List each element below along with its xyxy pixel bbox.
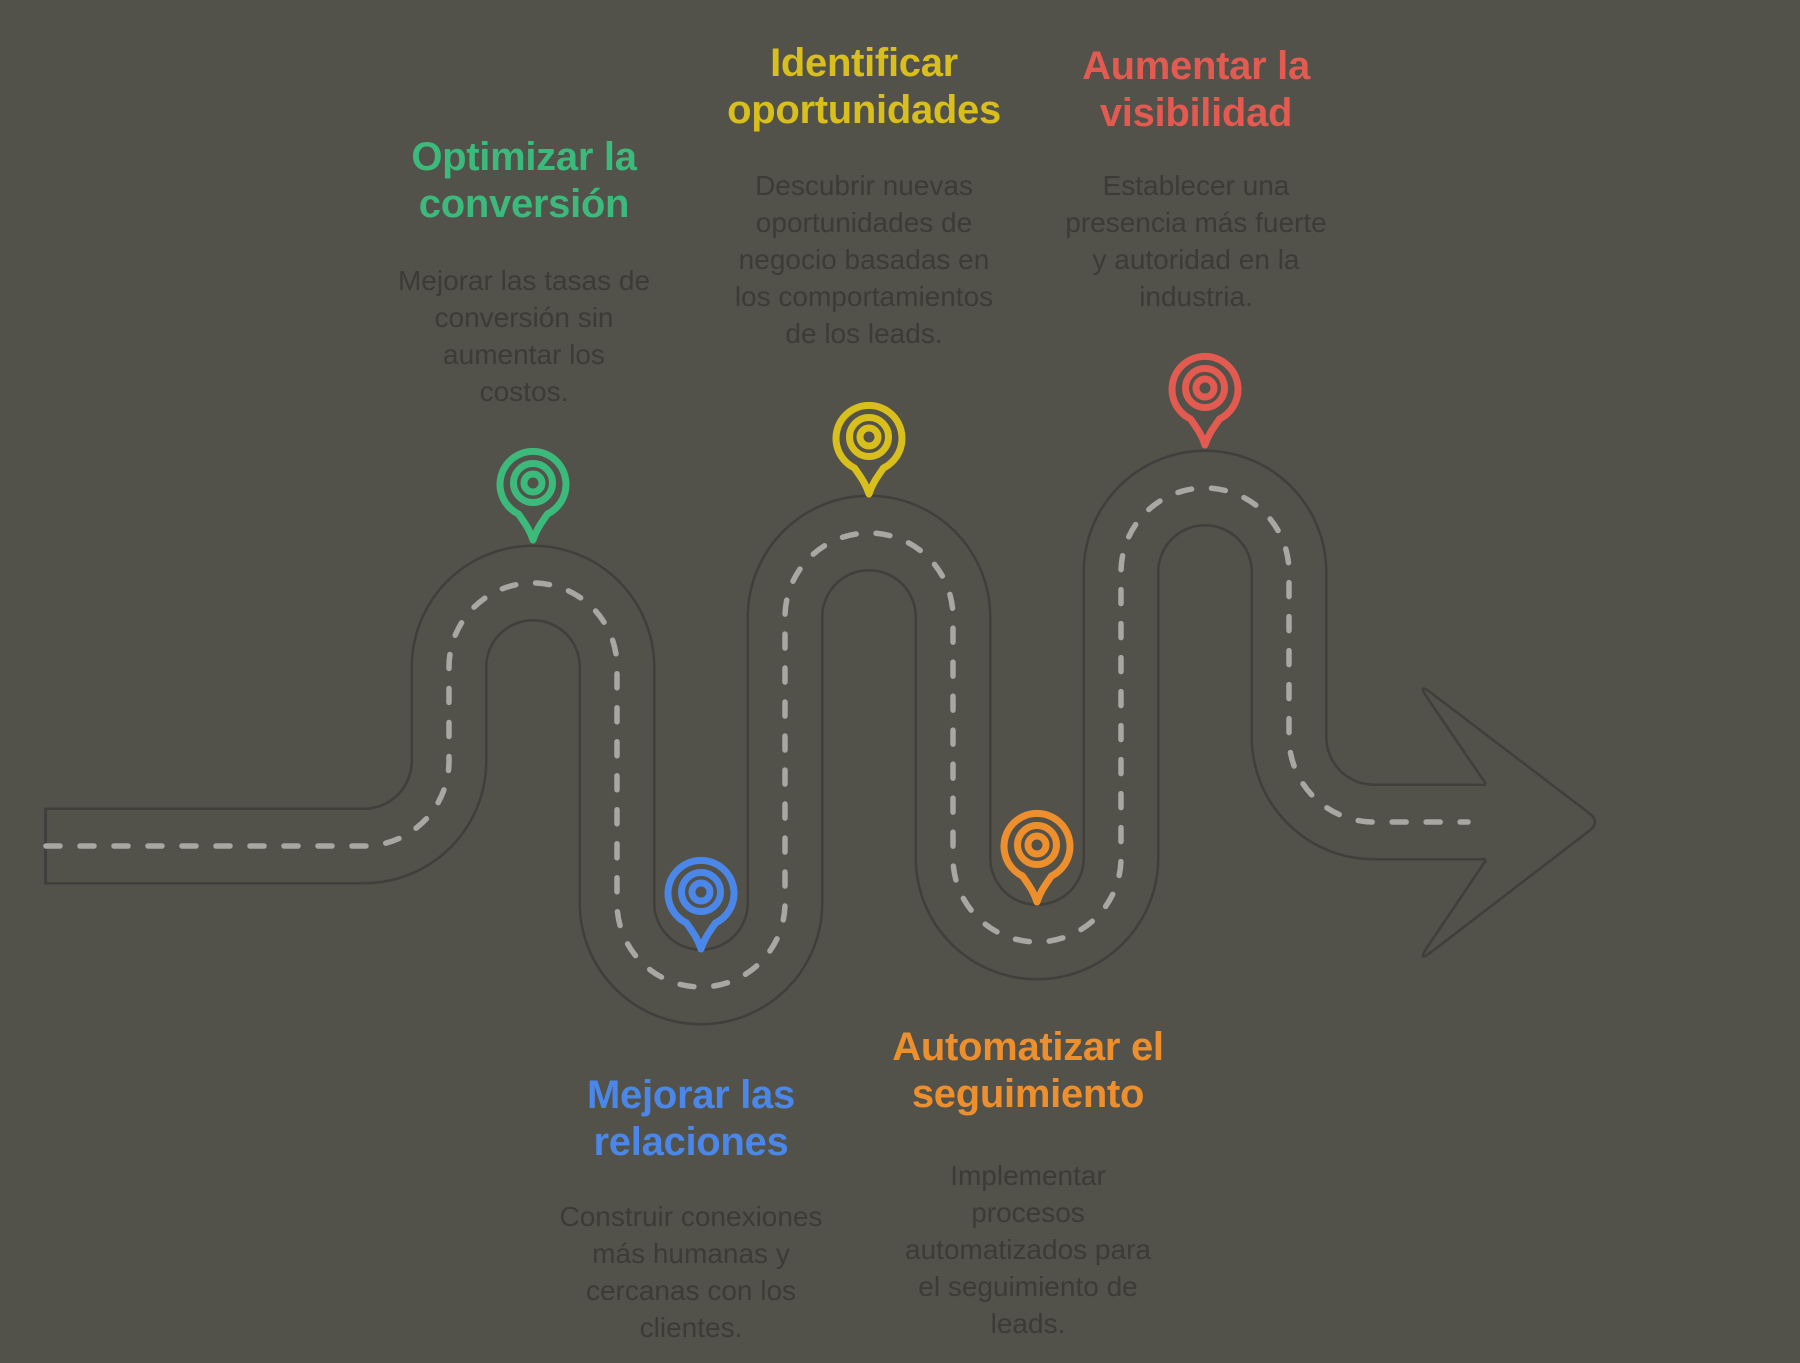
milestone-4-description: Implementar procesos automatizados para … [905, 1160, 1151, 1339]
location-pin-icon-2 [664, 856, 738, 953]
location-pin-icon-3 [832, 401, 906, 498]
road-surface [47, 452, 1490, 1023]
milestone-1-title: Optimizar la conversión [411, 135, 637, 226]
milestone-3-description: Descubrir nuevas oportunidades de negoci… [734, 170, 994, 349]
location-pin-icon-1 [496, 447, 570, 544]
location-pin-icon-5 [1168, 352, 1242, 449]
milestone-5-description: Establecer una presencia más fuerte y au… [1065, 170, 1327, 312]
location-pin-icon-4 [1000, 809, 1074, 906]
milestone-4-title: Automatizar el seguimiento [892, 1025, 1164, 1116]
milestone-5-title: Aumentar la visibilidad [1082, 44, 1310, 135]
milestone-3-title: Identificar oportunidades [727, 41, 1001, 132]
milestone-2-title: Mejorar las relaciones [587, 1073, 795, 1164]
road-arrow-head-icon [1421, 687, 1597, 958]
milestone-1-description: Mejorar las tasas de conversión sin aume… [397, 265, 651, 407]
milestone-2-description: Construir conexiones más humanas y cerca… [559, 1201, 823, 1343]
road-centerline [43, 485, 1471, 990]
